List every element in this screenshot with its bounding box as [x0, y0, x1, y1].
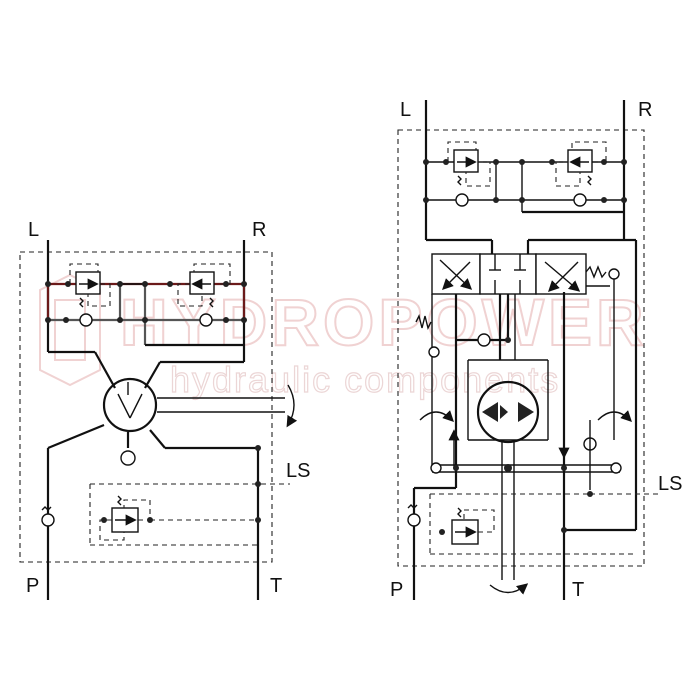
left-port-p-label: P [26, 575, 39, 597]
right-check-valve-3 [477, 333, 491, 347]
left-check-valve-3 [120, 450, 136, 466]
left-circuit: L R LS P T [19, 219, 310, 600]
right-port-p-label: P [390, 579, 403, 601]
right-circuit-boundary [397, 129, 645, 567]
right-port-t-label: T [572, 579, 584, 601]
right-rotation-arrow-right-icon [597, 410, 632, 422]
left-port-t-label: T [270, 575, 282, 597]
right-rotation-arrow-bottom-icon [489, 583, 529, 595]
left-port-ls-label: LS [286, 460, 310, 482]
right-metering-motor [476, 380, 540, 444]
left-check-valve-1 [79, 313, 93, 327]
left-port-r-label: R [252, 219, 266, 241]
left-check-valve-p [41, 513, 55, 527]
right-spring-icon [415, 313, 432, 331]
right-check-valve-2 [573, 193, 587, 207]
left-rotation-arrow-icon [286, 384, 298, 428]
left-check-valve-2 [199, 313, 213, 327]
right-rotation-arrow-left-icon [419, 410, 454, 422]
right-relief-valve-2 [555, 141, 607, 187]
left-priority-valve [99, 495, 151, 541]
left-rotary-valve [102, 377, 158, 433]
right-check-valve-p [407, 513, 421, 527]
right-port-l-label: L [400, 99, 411, 121]
right-port-r-label: R [638, 99, 652, 121]
right-circuit: L R LS P T [390, 99, 682, 601]
left-relief-valve-1 [69, 263, 111, 308]
right-check-valve-1 [455, 193, 469, 207]
left-junction-dots [45, 281, 261, 523]
right-port-ls-label: LS [658, 473, 682, 495]
watermark-tagline: hydraulic components [170, 359, 560, 400]
left-relief-valve-2 [177, 263, 231, 308]
right-directional-valve [431, 253, 610, 295]
watermark-brand: HYDROPOWER [120, 285, 648, 359]
left-circuit-boundary [19, 251, 273, 563]
right-priority-valve [451, 507, 495, 545]
left-port-l-label: L [28, 219, 39, 241]
right-junction-dots [423, 159, 627, 535]
right-relief-valve-1 [447, 141, 491, 187]
